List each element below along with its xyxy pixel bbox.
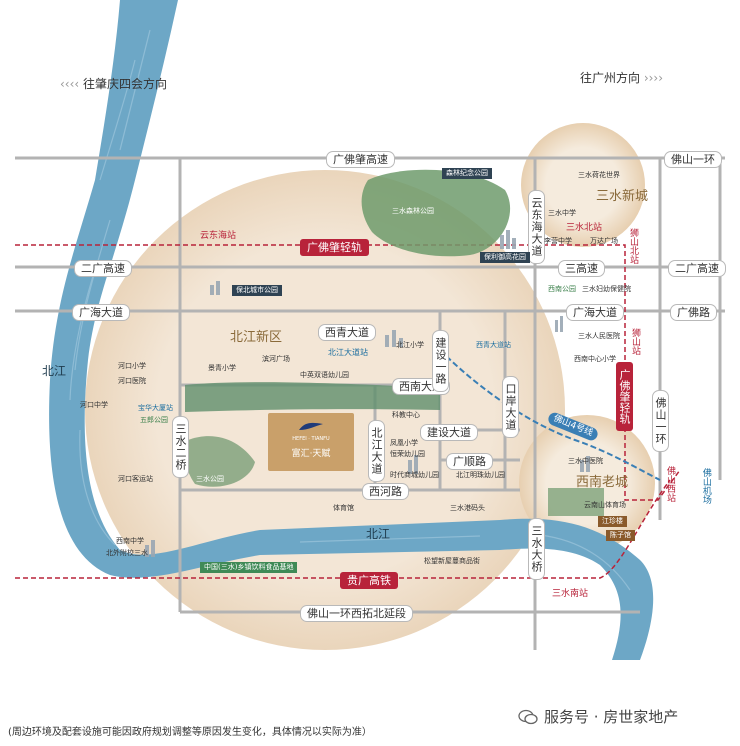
road-guangfozhao-expressway: 广佛肇高速 xyxy=(326,151,395,168)
sanshui-new-circle xyxy=(521,123,645,247)
forest-park-area xyxy=(361,169,511,257)
watermark: 服务号 · 房世家地产 xyxy=(518,706,678,727)
poi-sanshui-zhongxin: 三水中医院 xyxy=(568,457,603,465)
road-jianshe-avenue: 建设大道 xyxy=(420,424,478,441)
poi-sanshui-hospital: 三水人民医院 xyxy=(578,332,620,340)
poi-tiyuguan: 体育馆 xyxy=(333,504,354,512)
direction-zhaoqing: ‹‹‹‹ 往肇庆四会方向 xyxy=(60,78,167,90)
poi-baohua: 宝华大厦站 xyxy=(138,404,173,412)
road-xihe: 西河路 xyxy=(362,483,409,500)
poi-wanda: 万达广场 xyxy=(590,237,618,245)
road-foshan-ring1-west-ext: 佛山一环西拓北延段 xyxy=(300,605,413,622)
poi-binhe: 滨河广场 xyxy=(262,355,290,363)
building-clusters xyxy=(145,230,590,557)
road-xiqing-avenue: 西青大道 xyxy=(318,324,376,341)
road-koan-avenue: 口岸大道 xyxy=(502,376,519,438)
wechat-icon xyxy=(518,709,538,724)
direction-guangzhou-text: 往广州方向 xyxy=(580,71,641,85)
poi-sanshui-middle: 三水中学 xyxy=(548,209,576,217)
river-beijiang-bottom: 北江 xyxy=(366,527,391,541)
district-beijiang-new: 北江新区 xyxy=(230,330,283,345)
road-sanshui-bridge1: 三水二桥 xyxy=(172,416,189,478)
project-subtitle: HEFEI · TIANFU xyxy=(292,436,330,442)
road-sanshui-bridge2: 三水大桥 xyxy=(528,518,545,580)
rail-guangfozhao: 广佛肇轻轨 xyxy=(300,239,369,256)
poi-beijiang-station: 北江大道站 xyxy=(328,348,368,357)
rail-guiguang: 贵广高铁 xyxy=(340,572,398,589)
district-xinan-old: 西南老城 xyxy=(576,475,629,490)
poi-sanshui-xingbao: 三水妇幼保健院 xyxy=(582,285,631,293)
project-card[interactable]: HEFEI · TIANFU 富汇·天赋 xyxy=(268,413,354,471)
poi-beijiang-mingzhu: 北江明珠幼儿园 xyxy=(456,471,505,479)
station-yundonghai: 云东海站 xyxy=(200,231,237,241)
poi-xinan-elementary: 北外附校三水 xyxy=(106,549,148,557)
guiguang-rail-line xyxy=(15,479,671,579)
beijiang-river xyxy=(49,0,654,660)
poi-sanshui-park: 三水公园 xyxy=(196,475,224,483)
old-city-park xyxy=(548,488,604,516)
river-beijiang-left: 北江 xyxy=(42,364,67,378)
poi-hekou-yiyuan: 河口医院 xyxy=(118,377,146,385)
poi-forest-park: 三水森林公园 xyxy=(392,207,434,215)
poi-shidai: 时代商城幼儿园 xyxy=(390,471,439,479)
poi-songyuan: 松望新屋蔓商品街 xyxy=(424,557,480,565)
poi-xiqing-station: 西青大道站 xyxy=(476,341,511,349)
road-jianshe-1st: 建设一路 xyxy=(432,330,449,392)
poi-hekou-middle: 河口中学 xyxy=(80,401,108,409)
station-foshan-airport: 佛山机场 xyxy=(700,468,711,504)
direction-zhaoqing-text: 往肇庆四会方向 xyxy=(83,77,168,91)
road-guangxun: 广顺路 xyxy=(446,453,493,470)
road-sanshui-expressway: 三高速 xyxy=(558,260,605,277)
project-name: 富汇·天赋 xyxy=(291,449,331,459)
road-foshan-ring1-right: 佛山一环 xyxy=(652,390,669,452)
chevrons-left-icon: ‹‹‹‹ xyxy=(60,77,84,91)
station-shishan: 狮山站 xyxy=(630,328,640,355)
station-foshan-west: 佛山西站 xyxy=(665,466,675,502)
poi-hekou-xiaoxue: 河口小学 xyxy=(118,362,146,370)
station-sanshui-north: 三水北站 xyxy=(566,223,603,233)
poi-zhongguo-yinyue: 中英双语幼儿园 xyxy=(300,371,349,379)
poi-xinan-middle2: 西南中学 xyxy=(116,537,144,545)
poi-kejiao-center: 科教中心 xyxy=(392,411,420,419)
sanshui-park-block xyxy=(185,436,255,487)
poi-xinan-middle: 西南中心小学 xyxy=(574,355,616,363)
poi-jiangyuan: 江珍楼 xyxy=(598,516,627,527)
poi-beijiang-rail: 保北城市公园 xyxy=(232,285,282,296)
poi-forest-park-tag: 森林纪念公园 xyxy=(442,168,492,179)
poi-fenghuang-kindergarten: 恒荣幼儿园 xyxy=(390,450,425,458)
road-beijiang-avenue: 北江大道 xyxy=(368,420,385,482)
river-strip xyxy=(185,382,440,412)
road-erguang-right: 二广高速 xyxy=(668,260,726,277)
station-sanshui-south: 三水南站 xyxy=(552,589,589,599)
watermark-text: 服务号 · 房世家地产 xyxy=(544,708,679,726)
district-sanshui-new: 三水新城 xyxy=(596,189,649,204)
poi-wushan-park: 五郎公园 xyxy=(140,416,168,424)
road-guangfo: 广佛路 xyxy=(670,304,717,321)
road-foshan-ring1: 佛山一环 xyxy=(664,151,722,168)
road-guanghai-avenue-right: 广海大道 xyxy=(566,304,624,321)
poi-hekou-kejiao: 河口客运站 xyxy=(118,475,153,483)
poi-guangzhou-zhen: 中国(三水)乡镇饮料食品基地 xyxy=(200,562,298,573)
poi-lishui: 李营中学 xyxy=(544,237,572,245)
poi-sanshui-chain: 三水荷花世界 xyxy=(578,171,620,179)
poi-ganshui: 陈子馆 xyxy=(606,530,635,541)
project-logo-icon xyxy=(299,422,323,430)
chevrons-right-icon: ›››› xyxy=(640,71,664,85)
rail-guangfozhao-vertical: 广佛肇轻轨 xyxy=(616,362,633,431)
poi-beijiang-xiaoxue: 北江小学 xyxy=(396,341,424,349)
poi-sanshui-pier: 三水港码头 xyxy=(450,504,485,512)
foshan4-metro-line xyxy=(439,349,661,481)
direction-guangzhou: 往广州方向 ›››› xyxy=(580,72,663,84)
poi-xinan-park: 西南公园 xyxy=(548,285,576,293)
poi-baoli: 保利御高花园 xyxy=(480,252,530,263)
footer-disclaimer: (周边环境及配套设施可能因政府规划调整等原因发生变化，具体情况以实际为准） xyxy=(8,727,372,738)
road-guanghai-avenue-left: 广海大道 xyxy=(72,304,130,321)
poi-yunan-shangcheng: 云南山体育场 xyxy=(584,501,626,509)
poi-fenghuang: 凤凰小学 xyxy=(390,439,418,447)
poi-jingqing: 景青小学 xyxy=(208,364,236,372)
road-yundonghai-avenue: 云东海大道 xyxy=(528,190,545,264)
station-shishan-north: 狮山北站 xyxy=(628,228,638,264)
road-erguang-expressway: 二广高速 xyxy=(74,260,132,277)
